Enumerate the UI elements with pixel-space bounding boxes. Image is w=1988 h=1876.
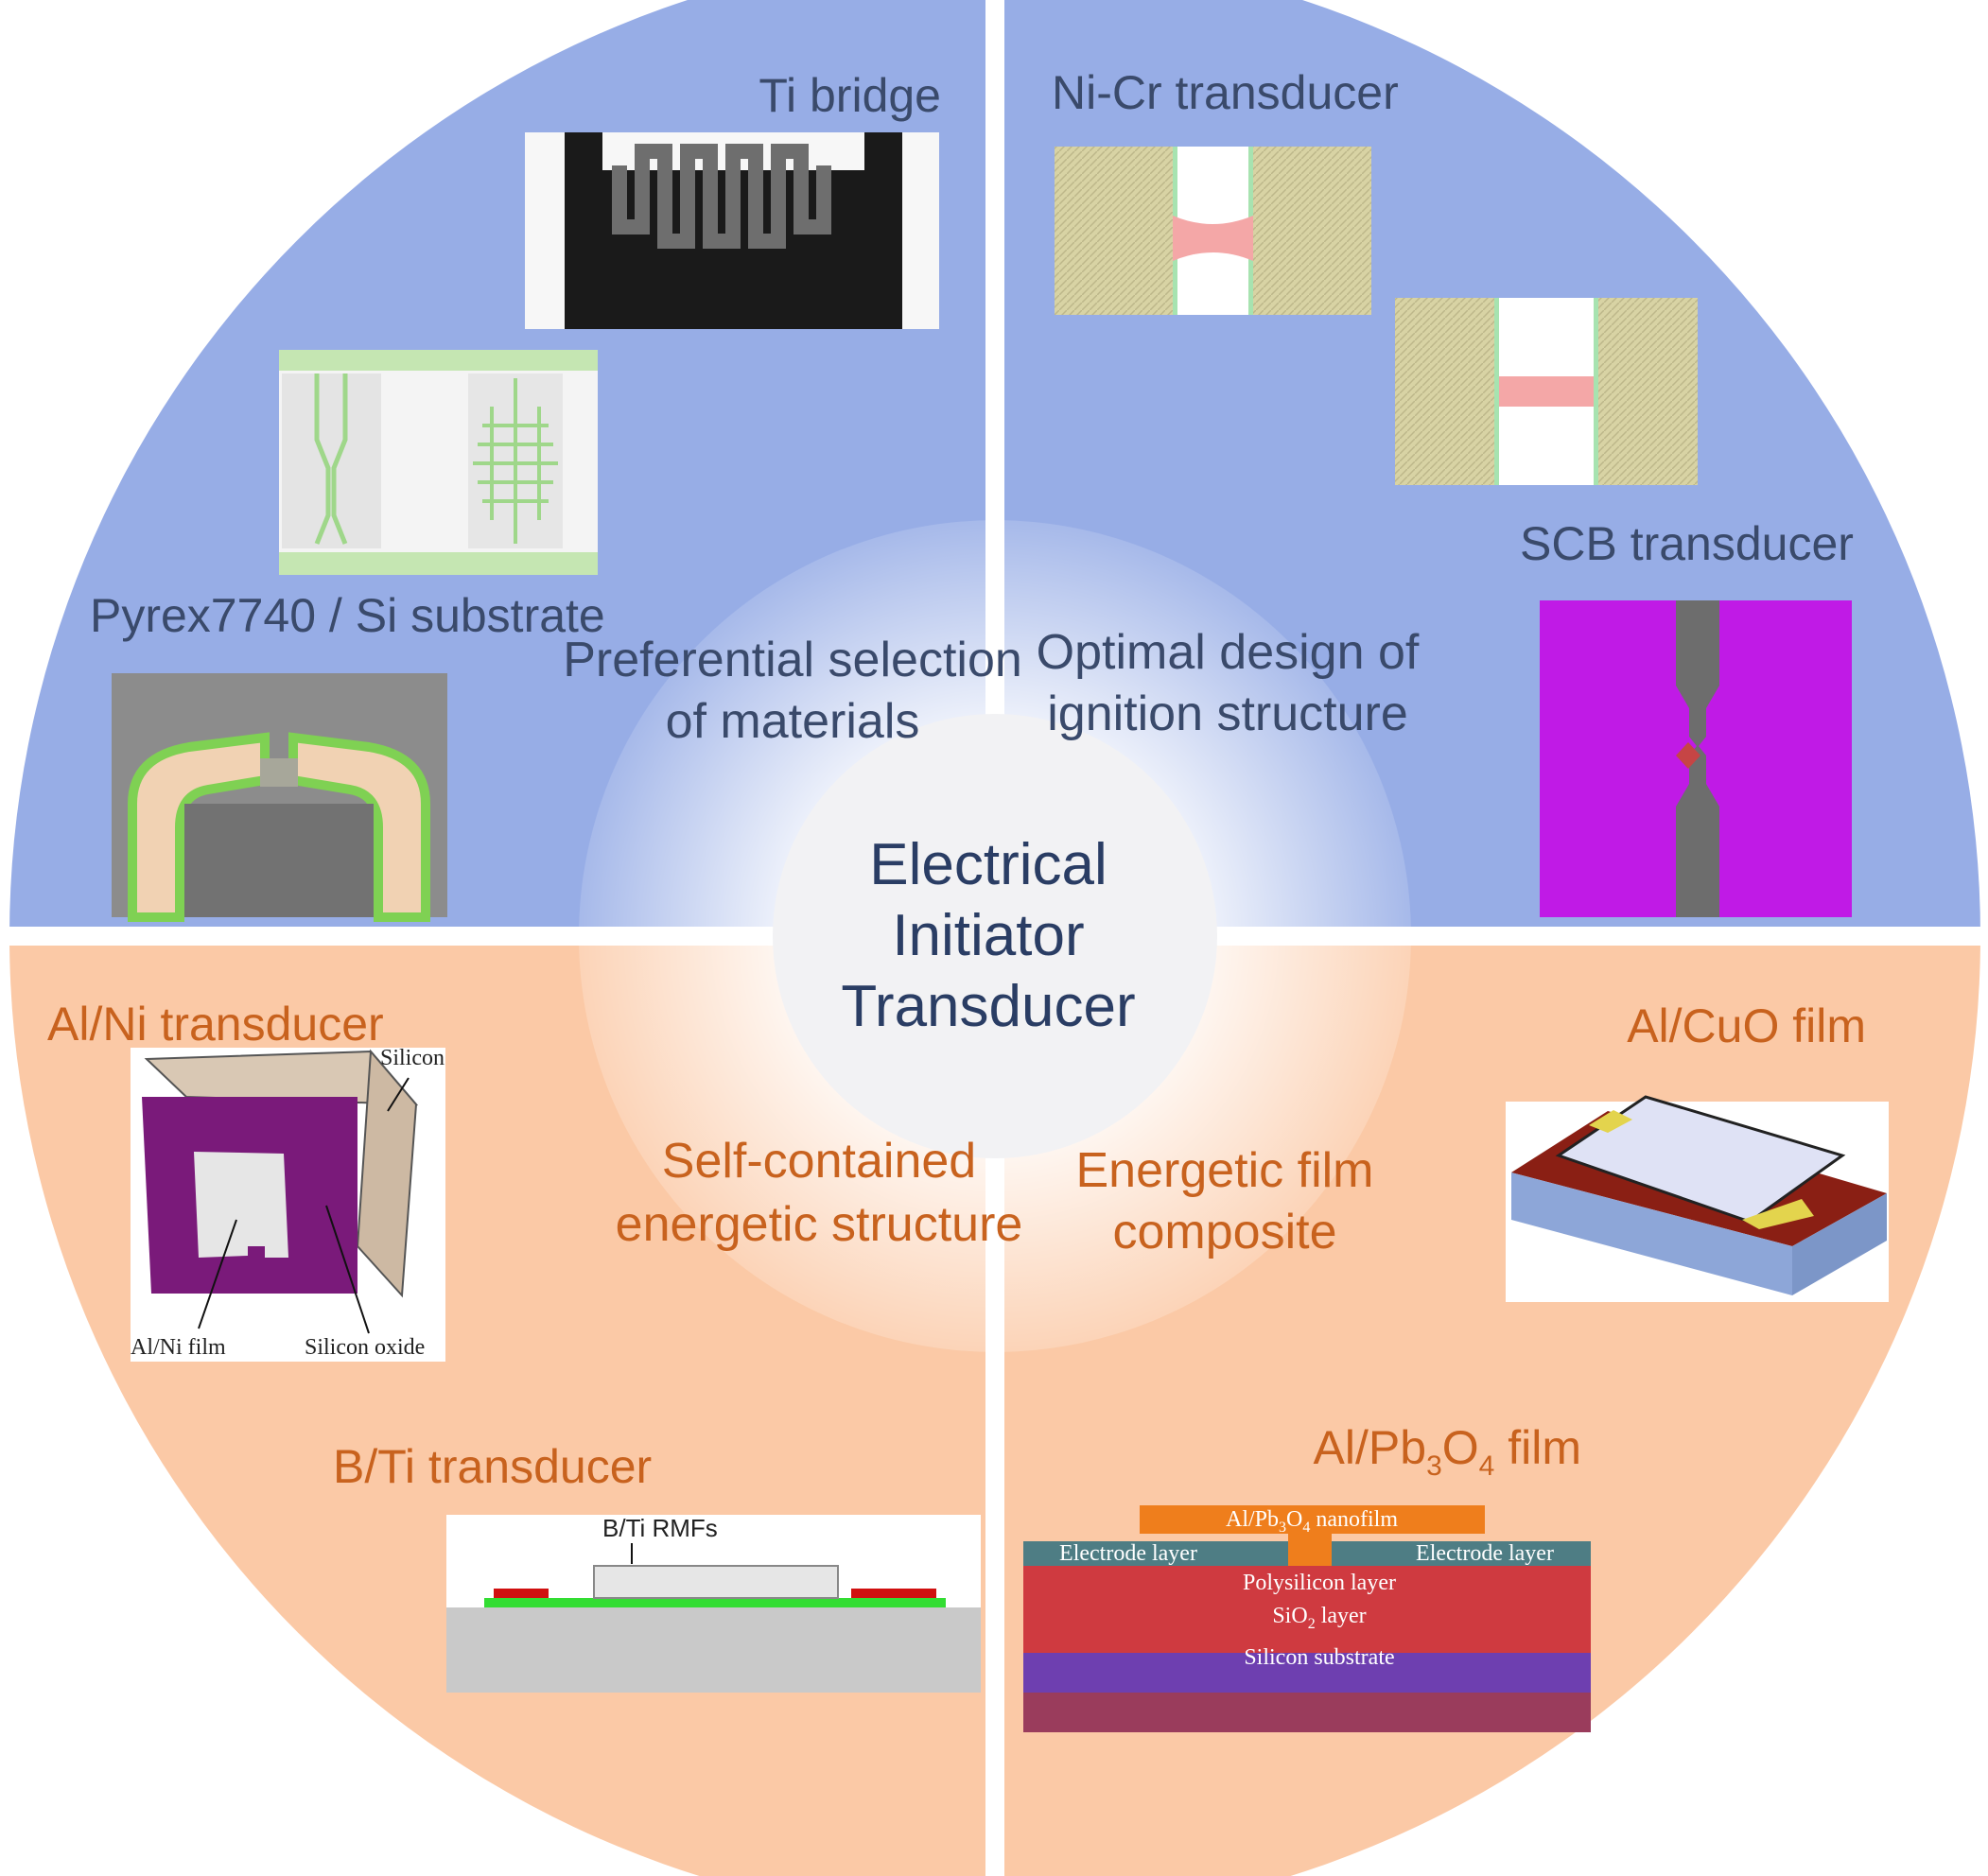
nicr-image: [1055, 147, 1371, 315]
pyrex-top-image: [279, 350, 598, 575]
label-ti-bridge: Ti bridge: [759, 69, 941, 122]
scb-top-image: [1395, 298, 1698, 485]
theme-materials-line1: Preferential selection: [563, 633, 1022, 687]
pyrex-bottom-image: [112, 673, 447, 922]
center-title-line2: Initiator: [892, 903, 1084, 968]
center-title-line3: Transducer: [841, 974, 1135, 1039]
center-title-line1: Electrical: [869, 832, 1107, 897]
label-alpb3o4: Al/Pb3O4 film: [1314, 1421, 1581, 1482]
alpb3o4-layer-stack: Al/Pb3O4 nanofilm Electrode layer Electr…: [1023, 1505, 1591, 1732]
theme-materials-line2: of materials: [666, 694, 920, 749]
theme-structure-line1: Optimal design of: [1037, 625, 1420, 680]
alni-oxide-label: Silicon oxide: [305, 1335, 425, 1360]
sio2-layer: [1023, 1653, 1591, 1693]
nanofilm-label: Al/Pb3O4 nanofilm: [1226, 1507, 1398, 1536]
alni-film-label: Al/Ni film: [131, 1335, 226, 1360]
theme-self-contained-line1: Self-contained: [662, 1134, 976, 1189]
label-alni: Al/Ni transducer: [47, 998, 384, 1051]
theme-film-composite-line2: composite: [1113, 1205, 1337, 1259]
substrate-layer: [1023, 1693, 1591, 1732]
theme-structure-line2: ignition structure: [1047, 686, 1408, 741]
theme-film-composite-line1: Energetic film: [1076, 1143, 1374, 1198]
polysilicon-layer: [1023, 1566, 1591, 1653]
polysilicon-label: Polysilicon layer: [1243, 1571, 1396, 1595]
label-bti: B/Ti transducer: [333, 1440, 652, 1493]
bti-image: B/Ti RMFs: [446, 1514, 981, 1693]
electrode-left-layer: [1023, 1541, 1288, 1566]
theme-self-contained-line2: energetic structure: [616, 1197, 1023, 1252]
label-alcuo: Al/CuO film: [1627, 999, 1866, 1052]
bti-rmfs-label: B/Ti RMFs: [602, 1514, 718, 1542]
center-circle: [773, 714, 1217, 1158]
electrode-left-label: Electrode layer: [1059, 1541, 1197, 1566]
label-nicr: Ni-Cr transducer: [1052, 66, 1399, 119]
label-scb: SCB transducer: [1520, 517, 1854, 570]
nanofilm-layer: [1140, 1505, 1485, 1534]
label-pyrex: Pyrex7740 / Si substrate: [90, 589, 605, 642]
electrode-right-layer: [1332, 1541, 1591, 1566]
alni-image: Silicon Al/Ni film Silicon oxide: [131, 1046, 445, 1362]
alcuo-image: [1506, 1095, 1889, 1302]
sio2-label: SiO2 layer: [1272, 1604, 1366, 1632]
scb-image: [1540, 600, 1852, 917]
alni-silicon-label: Silicon: [380, 1046, 445, 1070]
ti-bridge-image: [525, 132, 939, 329]
substrate-label: Silicon substrate: [1244, 1645, 1394, 1670]
electrode-right-label: Electrode layer: [1416, 1541, 1554, 1566]
